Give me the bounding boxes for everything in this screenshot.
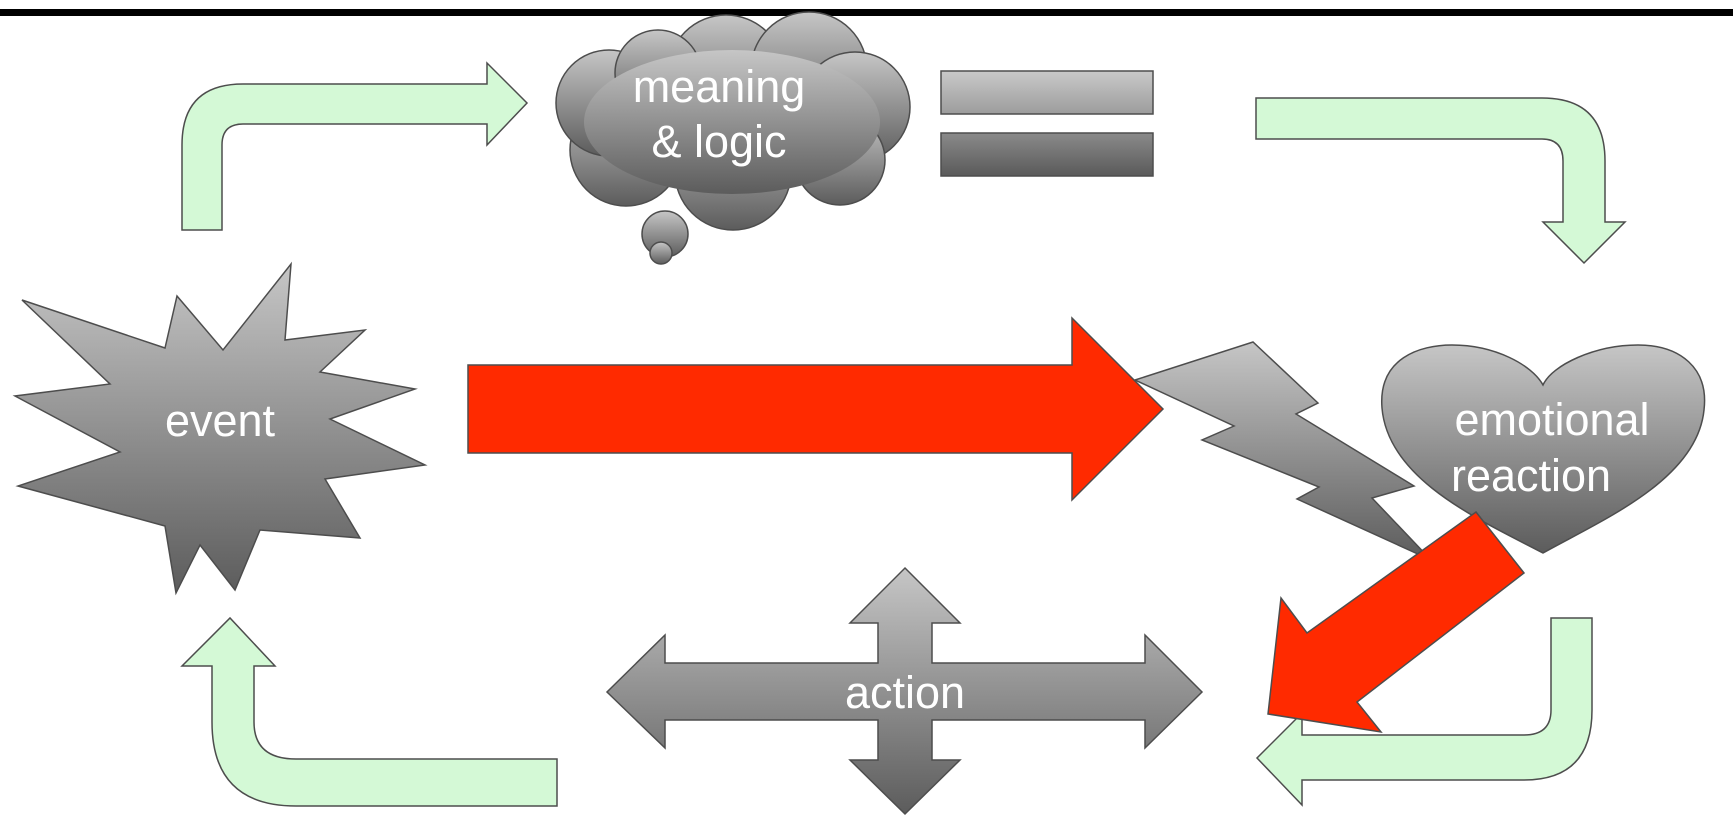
emotion-heart <box>1381 344 1706 554</box>
loop-arrow-event-to-meaning <box>181 61 529 231</box>
event-starburst <box>12 261 428 596</box>
action-four-way-arrow <box>605 566 1204 816</box>
emotion-label-line2: reaction <box>1451 450 1611 501</box>
equals-bar-bottom <box>940 132 1154 177</box>
lightning-bolt <box>1132 341 1432 561</box>
loop-arrow-equals-to-emotion <box>1255 97 1627 265</box>
red-arrow-direct <box>467 316 1165 502</box>
red-arrow-reaction <box>1267 510 1526 734</box>
loop-arrow-action-to-event <box>180 616 558 807</box>
meaning-label-line2: & logic <box>651 116 786 167</box>
top-bar <box>0 9 1733 16</box>
event-label: event <box>165 395 276 446</box>
action-label: action <box>845 667 965 718</box>
meaning-cloud <box>555 11 911 265</box>
equals-bar-top <box>940 70 1154 115</box>
emotion-label-line1: emotional <box>1454 394 1649 445</box>
loop-arrow-emotion-to-action <box>1255 617 1593 807</box>
meaning-label-line1: meaning <box>633 61 806 112</box>
